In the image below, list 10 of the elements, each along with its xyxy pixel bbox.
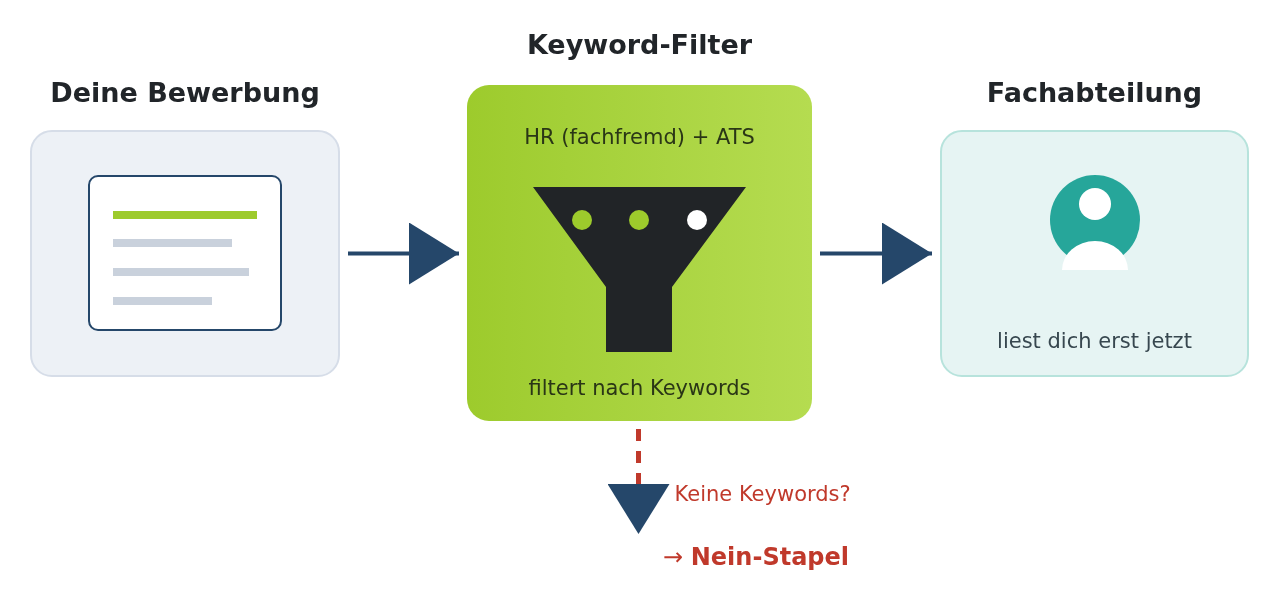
node-title: Deine Bewerbung <box>50 76 320 110</box>
arrow <box>348 222 459 285</box>
dashed-arrow <box>607 429 670 534</box>
node-text: liest dich erst jetzt <box>997 328 1192 355</box>
node-text: filtert nach Keywords <box>528 375 751 402</box>
node-text: HR (fachfremd) + ATS <box>524 124 755 151</box>
outcome-note: → Nein-Stapel <box>663 542 850 573</box>
node-title: Keyword-Filter <box>526 28 753 62</box>
arrow <box>820 222 932 285</box>
node-title: Fachabteilung <box>986 76 1203 110</box>
